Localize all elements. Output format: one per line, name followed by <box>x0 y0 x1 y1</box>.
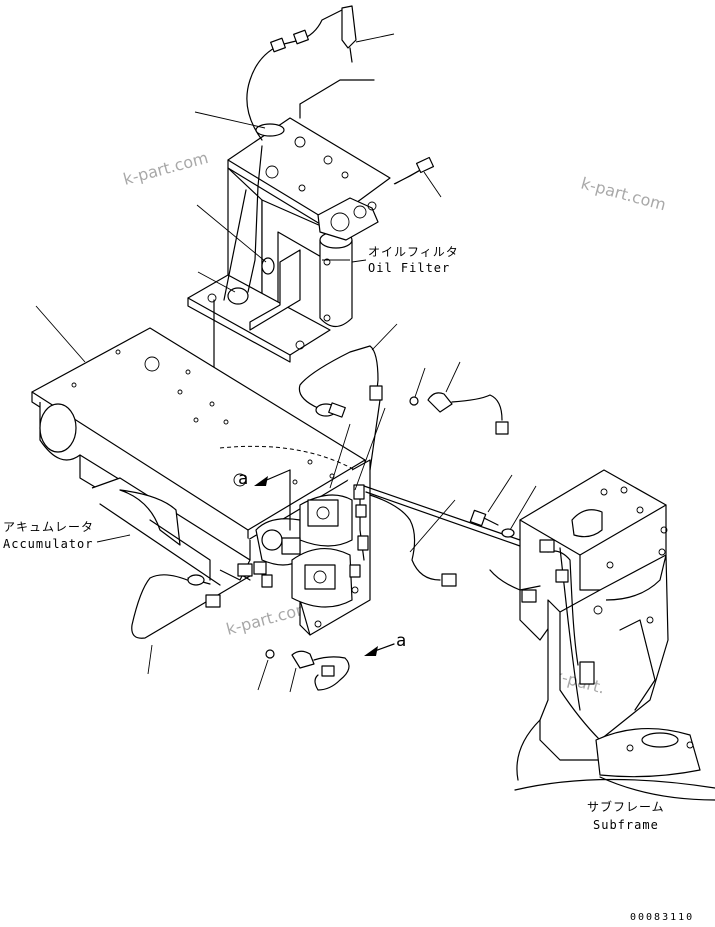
subframe-label-en: Subframe <box>593 818 659 832</box>
oil-filter-label-jp: オイルフィルタ <box>368 245 459 259</box>
leader-lines-middle <box>329 323 537 553</box>
oil-filter-bracket <box>187 117 435 363</box>
subframe <box>489 469 715 801</box>
leader-lines-upper <box>35 33 442 363</box>
bolt-washer <box>469 509 515 538</box>
watermark-1: k-part.com <box>121 148 210 189</box>
oil-filter-label-en: Oil Filter <box>368 261 450 275</box>
top-wiring <box>213 5 375 442</box>
accumulator-label-jp: アキュムレータ <box>3 520 94 534</box>
subframe-label-jp: サブフレーム <box>587 799 665 814</box>
lower-switch <box>257 649 350 693</box>
part-number: 00083110 <box>630 912 694 923</box>
lower-left-harness <box>131 574 251 675</box>
accumulator-label-en: Accumulator <box>3 537 93 551</box>
view-a-label-1: a <box>238 469 248 489</box>
view-arrows <box>254 469 395 656</box>
view-a-label-2: a <box>396 631 406 651</box>
watermark-2: k-part.com <box>579 174 668 215</box>
valve-assembly <box>237 484 369 608</box>
